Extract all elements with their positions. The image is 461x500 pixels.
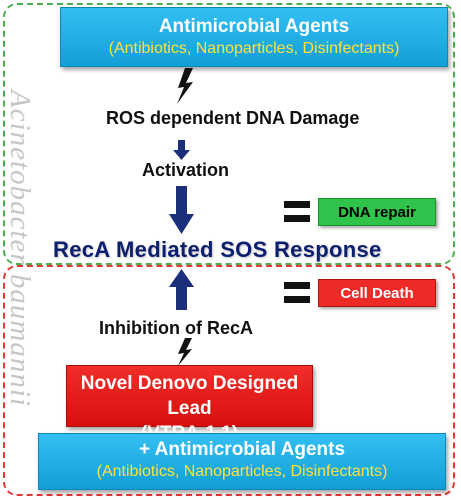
lead-compound-name: Novel Denovo Designed Lead [80,373,299,419]
equals-icon [284,201,310,223]
activation-label: Activation [142,160,230,180]
organism-label: Acinetobacter baumannii [4,89,36,407]
lower-dashed-frame [3,265,455,496]
combined-antimicrobial-box: + Antimicrobial Agents (Antibiotics, Nan… [38,433,446,490]
arrow-down-to-sos-icon [169,186,194,234]
upper-dashed-frame [3,3,455,265]
combined-antimicrobial-subtitle: (Antibiotics, Nanoparticles, Disinfectan… [96,463,388,480]
arrow-down-icon [173,140,190,160]
inhibition-label: Inhibition of RecA [99,318,253,338]
lead-compound-box: Novel Denovo Designed Lead (VTRA-1.1) [66,365,313,444]
antimicrobial-agents-box: Antimicrobial Agents (Antibiotics, Nanop… [60,7,448,67]
cell-death-badge: Cell Death [318,279,436,307]
equals-icon [284,282,310,304]
combined-antimicrobial-title: + Antimicrobial Agents [138,439,346,460]
antimicrobial-agents-title: Antimicrobial Agents [158,16,350,37]
lightning-bolt-icon [177,68,193,104]
ros-dna-damage-label: ROS dependent DNA Damage [106,108,360,128]
sos-response-label: RecA Mediated SOS Response [53,237,382,262]
lightning-bolt-inhibit-icon [178,338,192,366]
arrow-up-icon [169,269,194,310]
antimicrobial-agents-subtitle: (Antibiotics, Nanoparticles, Disinfectan… [108,40,400,57]
dna-repair-badge: DNA repair [318,198,436,226]
